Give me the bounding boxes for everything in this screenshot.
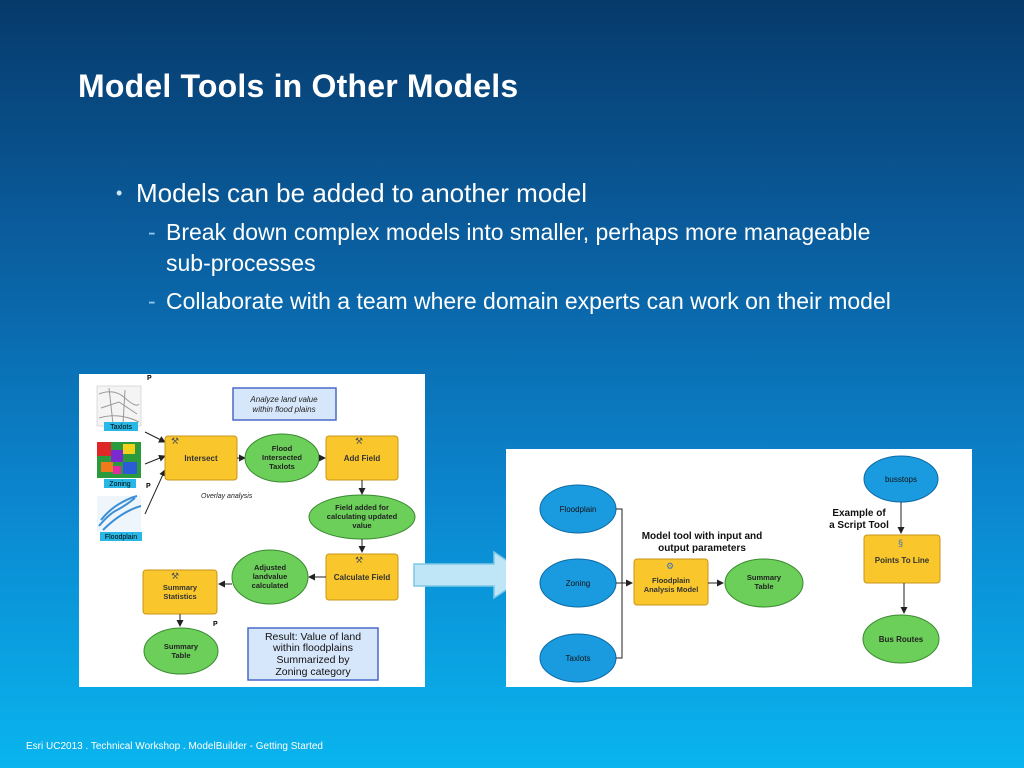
sub-bullet-text: Collaborate with a team where domain exp… [166,288,891,314]
adjusted-landvalue-output[interactable] [231,549,309,605]
sub-bullet-text: Break down complex models into smaller, … [166,219,871,276]
bullet-list: • Models can be added to another model -… [116,176,936,317]
summary-table-label: Summary [164,642,199,651]
model-icon: ⚙ [666,561,674,571]
field-added-label: value [352,521,371,530]
bullet-text: Models can be added to another model [136,178,587,208]
dash-icon: - [148,219,156,245]
adjusted-label: landvalue [253,572,288,581]
analysis-model-label: Floodplain [652,576,690,585]
flood-intersected-label: Taxlots [269,462,295,471]
busstops-label: busstops [885,475,917,484]
flood-intersected-label: Flood [272,444,293,453]
floodplain-label: Floodplain [105,534,137,541]
summary-statistics-label: Summary [163,583,198,592]
result-note-line: Result: Value of land [265,631,361,643]
summary-table-label: Table [754,582,773,591]
floodplain-analysis-model-tool[interactable] [633,558,709,606]
model-tool-label: Model tool with input and [642,531,763,542]
points-to-line-tool[interactable] [863,534,941,584]
floodplain-thumbnail [97,495,142,532]
hammer-icon: ⚒ [171,436,179,446]
script-icon: § [898,538,903,548]
zoning-input-label: Zoning [566,579,590,588]
intersect-label: Intersect [184,454,218,463]
flood-intersected-label: Intersected [262,453,302,462]
add-field-label: Add Field [344,454,381,463]
script-tool-label: Example of [832,508,886,519]
points-to-line-label: Points To Line [875,556,930,565]
result-note [247,627,379,681]
summary-statistics-label: Statistics [163,592,196,601]
p-label: P [146,483,151,490]
adjusted-label: calculated [252,581,289,590]
adjusted-label: Adjusted [254,563,287,572]
dash-icon: - [148,288,156,314]
p-label: P [147,375,152,382]
taxlots-thumbnail [96,385,142,427]
floodplain-input-label: Floodplain [560,505,597,514]
result-note-line: within floodplains [272,642,353,654]
summary-table-output[interactable] [724,558,804,608]
hammer-icon: ⚒ [355,555,363,565]
taxlots-input-label: Taxlots [566,654,591,663]
left-model-diagram: Taxlots P Zoning P Floodplain Analyze la… [79,374,425,687]
summary-table-output[interactable] [143,627,219,675]
summary-table-label: Table [171,651,190,660]
taxlots-label: Taxlots [110,424,132,431]
right-model-diagram: Floodplain Zoning Taxlots Model tool wit… [506,449,972,687]
zoning-thumbnail [97,442,141,478]
result-note-line: Summarized by [277,654,351,666]
result-note-line: Zoning category [275,666,351,678]
sub-bullet-item: - Collaborate with a team where domain e… [116,286,906,317]
zoning-label: Zoning [109,481,131,488]
bullet-dot-icon: • [116,183,123,203]
p-label: P [213,621,218,628]
field-added-label: Field added for [335,503,389,512]
script-tool-label: a Script Tool [829,520,889,531]
analyze-note [232,387,337,421]
overlay-label: Overlay analysis [201,493,253,500]
analyze-note-line: within flood plains [252,405,315,414]
hammer-icon: ⚒ [355,436,363,446]
analysis-model-label: Analysis Model [644,585,699,594]
bullet-item: • Models can be added to another model [116,176,936,210]
sub-bullet-item: - Break down complex models into smaller… [116,217,906,279]
field-added-label: calculating updated [327,512,398,521]
slide-title: Model Tools in Other Models [78,68,519,104]
bus-routes-label: Bus Routes [879,635,924,644]
slide-footer: Esri UC2013 . Technical Workshop . Model… [26,741,323,752]
analyze-note-line: Analyze land value [249,395,318,404]
summary-table-label: Summary [747,573,782,582]
calculate-field-label: Calculate Field [334,573,391,582]
hammer-icon: ⚒ [171,571,179,581]
bus-routes-output[interactable] [862,614,940,664]
model-tool-label: output parameters [658,543,746,554]
